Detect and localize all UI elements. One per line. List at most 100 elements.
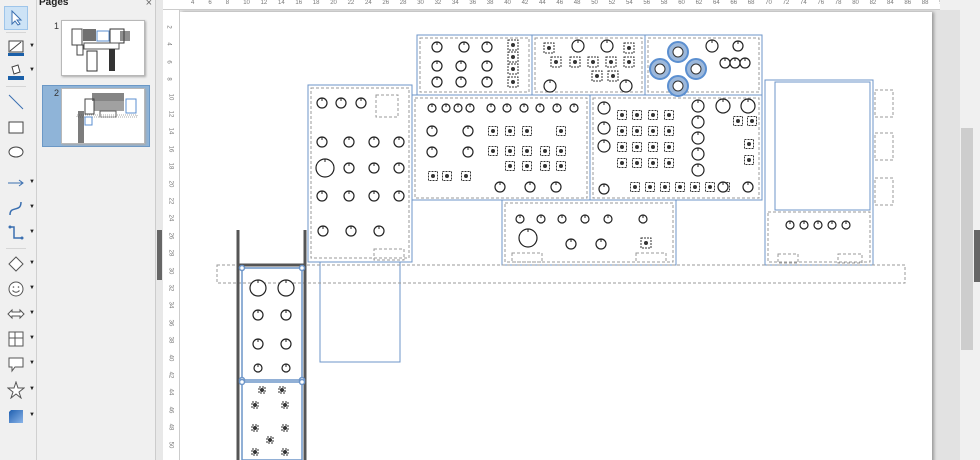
- ruler-label: 74: [800, 0, 807, 6]
- button-dot: [445, 174, 449, 178]
- vertical-scrollbar[interactable]: [960, 10, 974, 460]
- button-dot: [648, 185, 652, 189]
- button-dot: [268, 438, 272, 442]
- page-thumbnail-2[interactable]: [61, 88, 145, 144]
- ruler-label: 24: [167, 215, 174, 222]
- ruler-label: 14: [167, 128, 174, 135]
- page-thumbnail-preview: [71, 28, 130, 72]
- symbol-shapes-tool[interactable]: [4, 277, 28, 301]
- arrow-tool[interactable]: [4, 171, 28, 195]
- ruler-label: 38: [486, 0, 494, 6]
- ruler-label: 18: [167, 162, 174, 170]
- ruler-label: 48: [167, 423, 174, 431]
- button-dot: [635, 129, 639, 133]
- fill-color-button[interactable]: [4, 60, 28, 84]
- ruler-label: 32: [167, 284, 174, 292]
- smiley-icon: [8, 281, 24, 297]
- ruler-label: 84: [887, 0, 894, 6]
- ruler-label: 4: [165, 42, 172, 47]
- ruler-label: 26: [382, 0, 390, 6]
- ruler-label: 64: [713, 0, 720, 6]
- button-dot: [667, 113, 671, 117]
- ruler-label: 6: [208, 0, 212, 6]
- ruler-label: 36: [469, 0, 477, 6]
- flowchart-tool[interactable]: [4, 327, 28, 351]
- flowchart-icon: [8, 331, 24, 347]
- close-icon[interactable]: ×: [145, 0, 152, 9]
- ruler-label: 60: [678, 0, 685, 6]
- horizontal-rail: [216, 264, 906, 284]
- panel-layout-drawing[interactable]: [180, 12, 932, 460]
- button-dot: [554, 60, 558, 64]
- side-connector: [874, 132, 894, 161]
- line-color-button[interactable]: [4, 36, 28, 60]
- label-box: [511, 252, 543, 263]
- button-dot: [747, 158, 751, 162]
- button-dot: [620, 129, 624, 133]
- rectangle-tool[interactable]: [4, 115, 28, 139]
- button-dot: [667, 129, 671, 133]
- ruler-label: 36: [167, 319, 174, 327]
- ruler-label: 12: [260, 0, 268, 6]
- 3d-objects-tool[interactable]: [4, 404, 28, 428]
- arrow-icon: [8, 179, 24, 187]
- ruler-label: 34: [167, 302, 174, 309]
- side-connector: [874, 177, 894, 206]
- button-dot: [708, 185, 712, 189]
- basic-shapes-tool[interactable]: [4, 252, 28, 276]
- panel-inner-border: [767, 211, 871, 263]
- button-dot: [559, 129, 563, 133]
- button-dot: [525, 164, 529, 168]
- button-dot: [651, 145, 655, 149]
- ruler-label: 44: [167, 389, 174, 396]
- ruler-label: 26: [167, 232, 174, 240]
- page-thumbnail-1[interactable]: [61, 20, 145, 76]
- drawing-toolbar: ▼ ▼ ▼ ▼ ▼ ▼ ▼ ▼ ▼ ▼ ▼ ▼: [0, 0, 37, 460]
- drawing-page[interactable]: [180, 12, 932, 460]
- line-color-icon: [8, 40, 24, 56]
- page-number: 2: [54, 88, 60, 98]
- panel-splitter[interactable]: [155, 0, 163, 460]
- line-tool[interactable]: [4, 90, 28, 114]
- panel-inner-border: [534, 37, 643, 93]
- ruler-label: 50: [591, 0, 598, 6]
- button-dot: [736, 119, 740, 123]
- ruler-label: 30: [167, 267, 174, 274]
- lower-left-box: [319, 261, 401, 363]
- button-dot: [253, 403, 257, 407]
- panel-inner-border: [592, 97, 760, 199]
- select-tool[interactable]: [4, 6, 28, 30]
- ruler-label: 78: [834, 0, 842, 6]
- button-dot: [559, 149, 563, 153]
- button-dot: [635, 161, 639, 165]
- callouts-tool[interactable]: [4, 352, 28, 376]
- collapse-handle[interactable]: [157, 230, 162, 280]
- button-dot: [559, 164, 563, 168]
- ellipse-icon: [8, 146, 24, 158]
- stars-tool[interactable]: [4, 378, 28, 402]
- curve-tool[interactable]: [4, 196, 28, 220]
- ruler-label: 6: [165, 60, 172, 64]
- button-dot: [525, 149, 529, 153]
- line-icon: [8, 94, 24, 110]
- panel-inner-border: [504, 202, 674, 263]
- sidebar-collapse-handle[interactable]: [974, 230, 980, 282]
- button-dot: [491, 149, 495, 153]
- scrollbar-thumb[interactable]: [961, 128, 973, 350]
- ruler-label: 20: [330, 0, 337, 6]
- ellipse-tool[interactable]: [4, 140, 28, 164]
- pages-panel-title: Pages: [39, 0, 69, 8]
- button-dot: [511, 80, 515, 84]
- panel-inner-border: [414, 97, 588, 199]
- button-dot: [511, 55, 515, 59]
- ruler-label: 54: [626, 0, 633, 6]
- drawing-canvas[interactable]: [180, 10, 960, 460]
- ruler-label: 28: [167, 249, 174, 257]
- switch-group: [375, 94, 399, 118]
- ruler-label: 52: [608, 0, 616, 6]
- connector-tool[interactable]: [4, 221, 28, 245]
- block-arrows-tool[interactable]: [4, 302, 28, 326]
- ruler-label: 28: [399, 0, 407, 6]
